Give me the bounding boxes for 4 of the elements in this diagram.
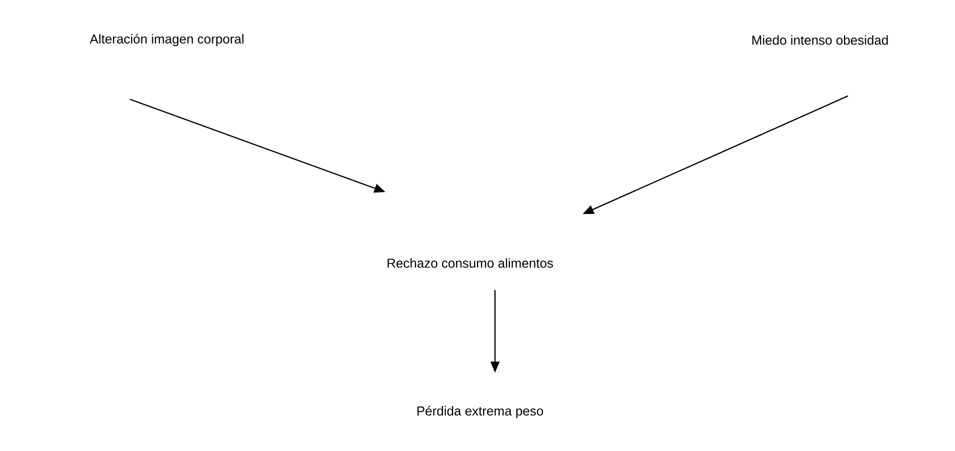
node-text: Alteración imagen corporal xyxy=(90,34,244,46)
node-text: Miedo intenso obesidad xyxy=(752,35,888,45)
node-text: Rechazo consumo alimentos xyxy=(388,258,553,268)
node-text: Pérdida extrema peso xyxy=(417,406,544,418)
